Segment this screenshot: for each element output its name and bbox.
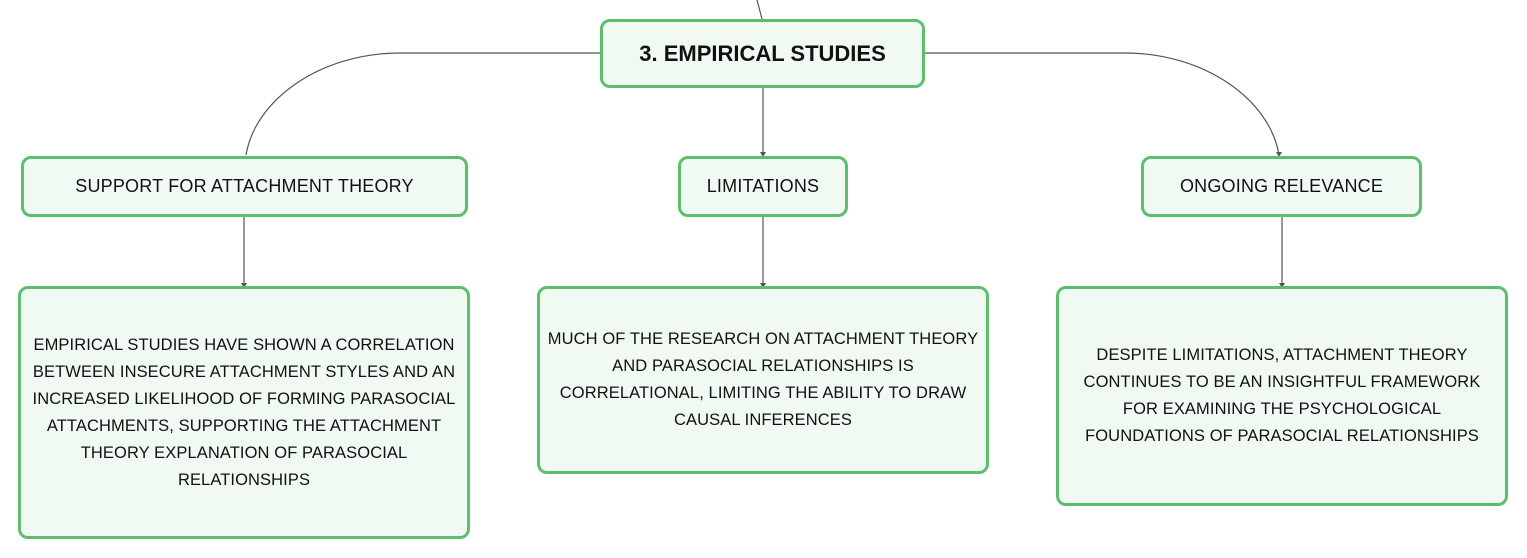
detail-text: EMPIRICAL STUDIES HAVE SHOWN A CORRELATI… [32,335,456,489]
branch-node-support[interactable]: SUPPORT FOR ATTACHMENT THEORY [21,156,468,217]
connector-root-to-relevance [925,52,1280,156]
branch-label: LIMITATIONS [706,176,820,196]
detail-node-relevance[interactable]: DESPITE LIMITATIONS, ATTACHMENT THEORY C… [1056,286,1508,506]
root-label: 3. EMPIRICAL STUDIES [639,40,886,66]
connector-root-to-support [245,52,600,156]
arrowhead-relevance-detail [1279,283,1285,288]
arrowhead-relevance [1276,152,1282,157]
detail-text: DESPITE LIMITATIONS, ATTACHMENT THEORY C… [1083,346,1481,445]
arrowhead-limitations-detail [760,283,766,288]
root-node[interactable]: 3. EMPIRICAL STUDIES [600,19,925,88]
detail-node-limitations[interactable]: MUCH OF THE RESEARCH ON ATTACHMENT THEOR… [537,286,989,474]
branch-label: SUPPORT FOR ATTACHMENT THEORY [75,176,414,196]
branch-node-limitations[interactable]: LIMITATIONS [678,156,848,217]
branch-node-relevance[interactable]: ONGOING RELEVANCE [1141,156,1422,217]
detail-text: MUCH OF THE RESEARCH ON ATTACHMENT THEOR… [547,330,979,429]
branch-label: ONGOING RELEVANCE [1179,176,1384,196]
detail-node-support[interactable]: EMPIRICAL STUDIES HAVE SHOWN A CORRELATI… [18,286,470,539]
arrowhead-support-detail [241,283,247,288]
connector-from-parent [756,0,763,20]
arrowhead-limitations [760,152,766,157]
